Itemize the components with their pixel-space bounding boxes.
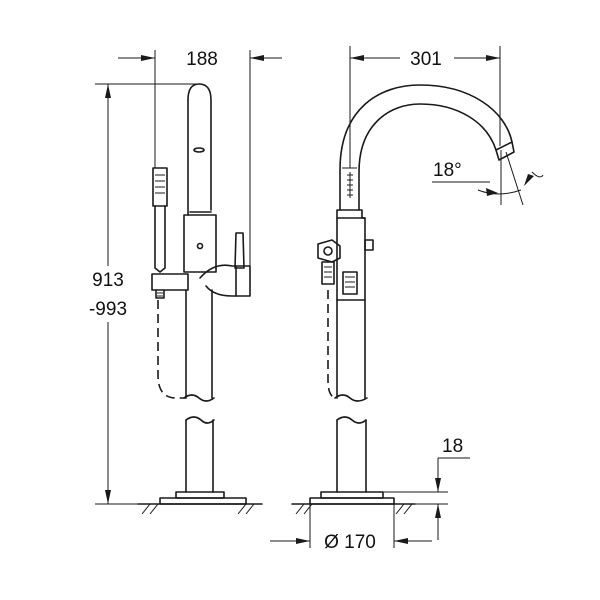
dimension-base-thickness: 18 — [383, 436, 470, 540]
dimension-reach: 301 — [349, 44, 501, 168]
side-view-base-plate — [137, 491, 263, 515]
side-view-column — [183, 83, 217, 493]
dimension-height: 913 -993 — [80, 83, 196, 505]
height-min-label: 913 — [92, 270, 124, 291]
side-view-hand-shower — [151, 167, 189, 399]
depth-label: 188 — [186, 49, 218, 70]
dimension-base-diameter: Ø 170 — [270, 504, 432, 553]
dimension-depth: 188 — [118, 49, 282, 266]
base-diameter-label: Ø 170 — [324, 532, 376, 553]
front-view-body — [317, 209, 374, 493]
side-view: 188 913 -993 — [80, 49, 282, 515]
angle-label: 18° — [433, 160, 462, 181]
front-view: 301 18° 18 — [270, 44, 544, 553]
reach-label: 301 — [410, 49, 442, 70]
height-max-label: -993 — [89, 299, 127, 320]
side-view-lever — [199, 232, 251, 297]
base-thickness-label: 18 — [442, 436, 463, 457]
dimension-angle: 18° — [432, 150, 544, 206]
